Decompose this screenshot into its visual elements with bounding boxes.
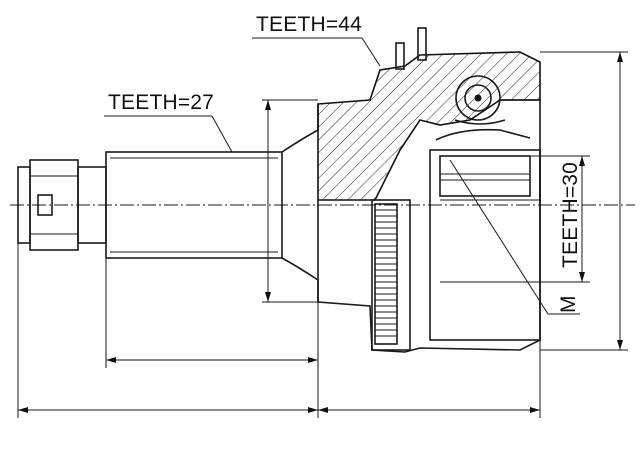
teeth-inner-label: TEETH=30: [559, 162, 582, 268]
teeth-shaft-label: TEETH=27: [108, 91, 214, 114]
thread-label: M: [557, 295, 580, 313]
splined-shaft: [105, 104, 319, 302]
abs-tone-ring: [374, 203, 398, 345]
leader-lines: [104, 37, 580, 315]
dimension-lines: [17, 51, 628, 418]
teeth-outer-label: TEETH=44: [256, 13, 362, 36]
outer-housing: [317, 27, 541, 353]
